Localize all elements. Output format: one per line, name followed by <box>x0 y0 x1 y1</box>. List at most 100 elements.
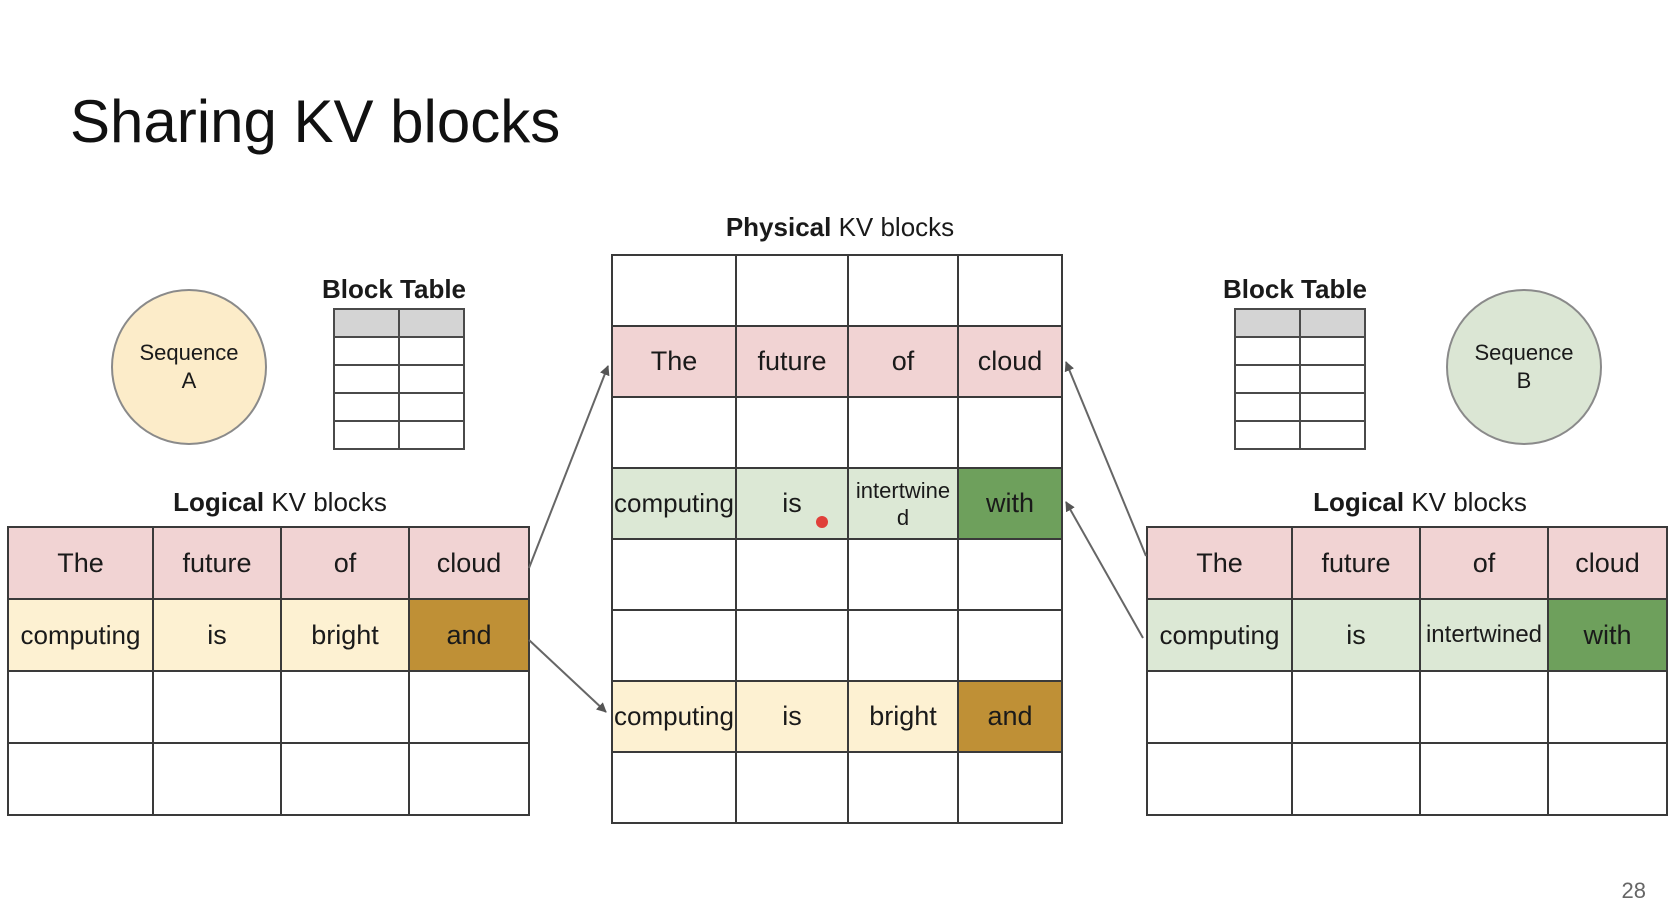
kv-empty-cell <box>957 254 1063 327</box>
kv-empty-cell <box>735 396 849 469</box>
physical-kv-title: Physical KV blocks <box>612 212 1068 243</box>
kv-token-cell: cloud <box>408 526 530 600</box>
kv-empty-cell <box>957 609 1063 682</box>
kv-empty-cell <box>611 751 737 824</box>
kv-token-cell: is <box>1291 598 1421 672</box>
block-table-cell <box>333 336 400 366</box>
block-table-a-title: Block Table <box>322 274 467 304</box>
block-table-cell <box>1299 308 1366 338</box>
kv-token-cell: future <box>735 325 849 398</box>
kv-token-cell: computing <box>7 598 154 672</box>
block-table-b-title: Block Table <box>1223 274 1368 304</box>
block-table-a <box>333 308 465 450</box>
kv-token-cell: and <box>957 680 1063 753</box>
block-table-cell <box>398 336 465 366</box>
kv-empty-cell <box>847 609 959 682</box>
kv-empty-cell <box>847 396 959 469</box>
block-table-cell <box>1234 392 1301 422</box>
logical-b-title-rest: KV blocks <box>1404 487 1527 517</box>
kv-token-cell: of <box>847 325 959 398</box>
kv-empty-cell <box>957 538 1063 611</box>
kv-empty-cell <box>1291 742 1421 816</box>
arrow-b-row2-to-physical <box>1065 501 1144 639</box>
block-table-cell <box>398 392 465 422</box>
block-table-cell <box>398 420 465 450</box>
kv-empty-cell <box>735 538 849 611</box>
kv-empty-cell <box>280 670 410 744</box>
block-table-cell <box>333 364 400 394</box>
slide-title: Sharing KV blocks <box>70 88 561 155</box>
kv-empty-cell <box>152 670 282 744</box>
kv-block-row <box>7 742 530 816</box>
kv-token-cell: with <box>1547 598 1668 672</box>
kv-block-row <box>1146 670 1668 744</box>
arrow-b-row1-to-physical <box>1064 361 1147 557</box>
kv-empty-cell <box>1146 670 1293 744</box>
cursor-dot <box>816 516 828 528</box>
sequence-b-label: Sequence B <box>1474 340 1574 393</box>
logical-kv-title-b: Logical KV blocks <box>1240 487 1600 518</box>
block-table-cell <box>1234 420 1301 450</box>
kv-token-cell: is <box>735 467 849 540</box>
kv-empty-cell <box>1419 742 1549 816</box>
block-table-cell <box>1299 392 1366 422</box>
kv-empty-cell <box>1146 742 1293 816</box>
block-table-cell <box>333 392 400 422</box>
arrow-a-row2-to-physical <box>528 639 607 713</box>
kv-empty-cell <box>408 742 530 816</box>
kv-empty-cell <box>957 396 1063 469</box>
kv-token-cell: is <box>152 598 282 672</box>
kv-block-row <box>7 670 530 744</box>
kv-token-cell: The <box>611 325 737 398</box>
kv-token-cell: and <box>408 598 530 672</box>
block-table-cell <box>1234 336 1301 366</box>
block-table-cell <box>1299 364 1366 394</box>
kv-empty-cell <box>1291 670 1421 744</box>
kv-empty-cell <box>280 742 410 816</box>
logical-a-title-bold: Logical <box>173 487 265 517</box>
block-table-cell <box>398 364 465 394</box>
kv-token-cell: bright <box>280 598 410 672</box>
kv-block-row <box>611 254 1063 327</box>
kv-token-cell: bright <box>847 680 959 753</box>
kv-empty-cell <box>7 742 154 816</box>
kv-empty-cell <box>408 670 530 744</box>
kv-block-row <box>611 609 1063 682</box>
kv-empty-cell <box>735 254 849 327</box>
sequence-a-circle: Sequence A <box>111 289 267 445</box>
kv-block-row <box>1146 742 1668 816</box>
kv-token-cell: cloud <box>957 325 1063 398</box>
kv-token-cell: computing <box>611 467 737 540</box>
kv-token-cell: intertwined <box>1419 598 1549 672</box>
kv-empty-cell <box>847 254 959 327</box>
kv-block-row <box>611 538 1063 611</box>
kv-empty-cell <box>152 742 282 816</box>
kv-empty-cell <box>7 670 154 744</box>
page-number: 28 <box>1621 878 1646 903</box>
kv-empty-cell <box>1547 742 1668 816</box>
block-table-cell <box>1299 336 1366 366</box>
kv-empty-cell <box>611 538 737 611</box>
block-table-cell <box>1234 364 1301 394</box>
kv-token-cell: The <box>1146 526 1293 600</box>
kv-token-cell: with <box>957 467 1063 540</box>
block-table-cell <box>398 308 465 338</box>
logical-kv-title-a: Logical KV blocks <box>100 487 460 518</box>
kv-token-cell: computing <box>1146 598 1293 672</box>
block-table-b <box>1234 308 1366 450</box>
sequence-a-label: Sequence A <box>139 340 239 393</box>
block-table-cell <box>333 308 400 338</box>
block-table-cell <box>333 420 400 450</box>
kv-empty-cell <box>735 751 849 824</box>
kv-token-cell: The <box>7 526 154 600</box>
